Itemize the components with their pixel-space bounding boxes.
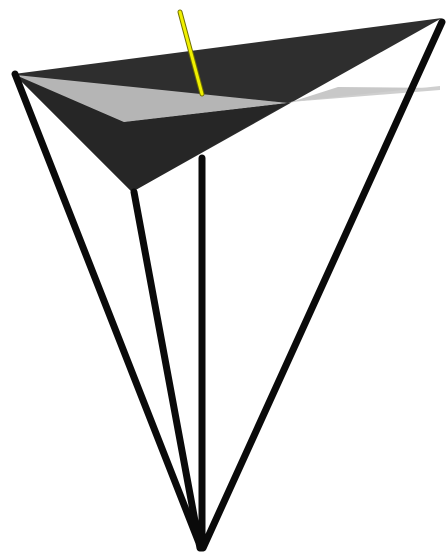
rod-inner-diagonal [134,192,200,548]
